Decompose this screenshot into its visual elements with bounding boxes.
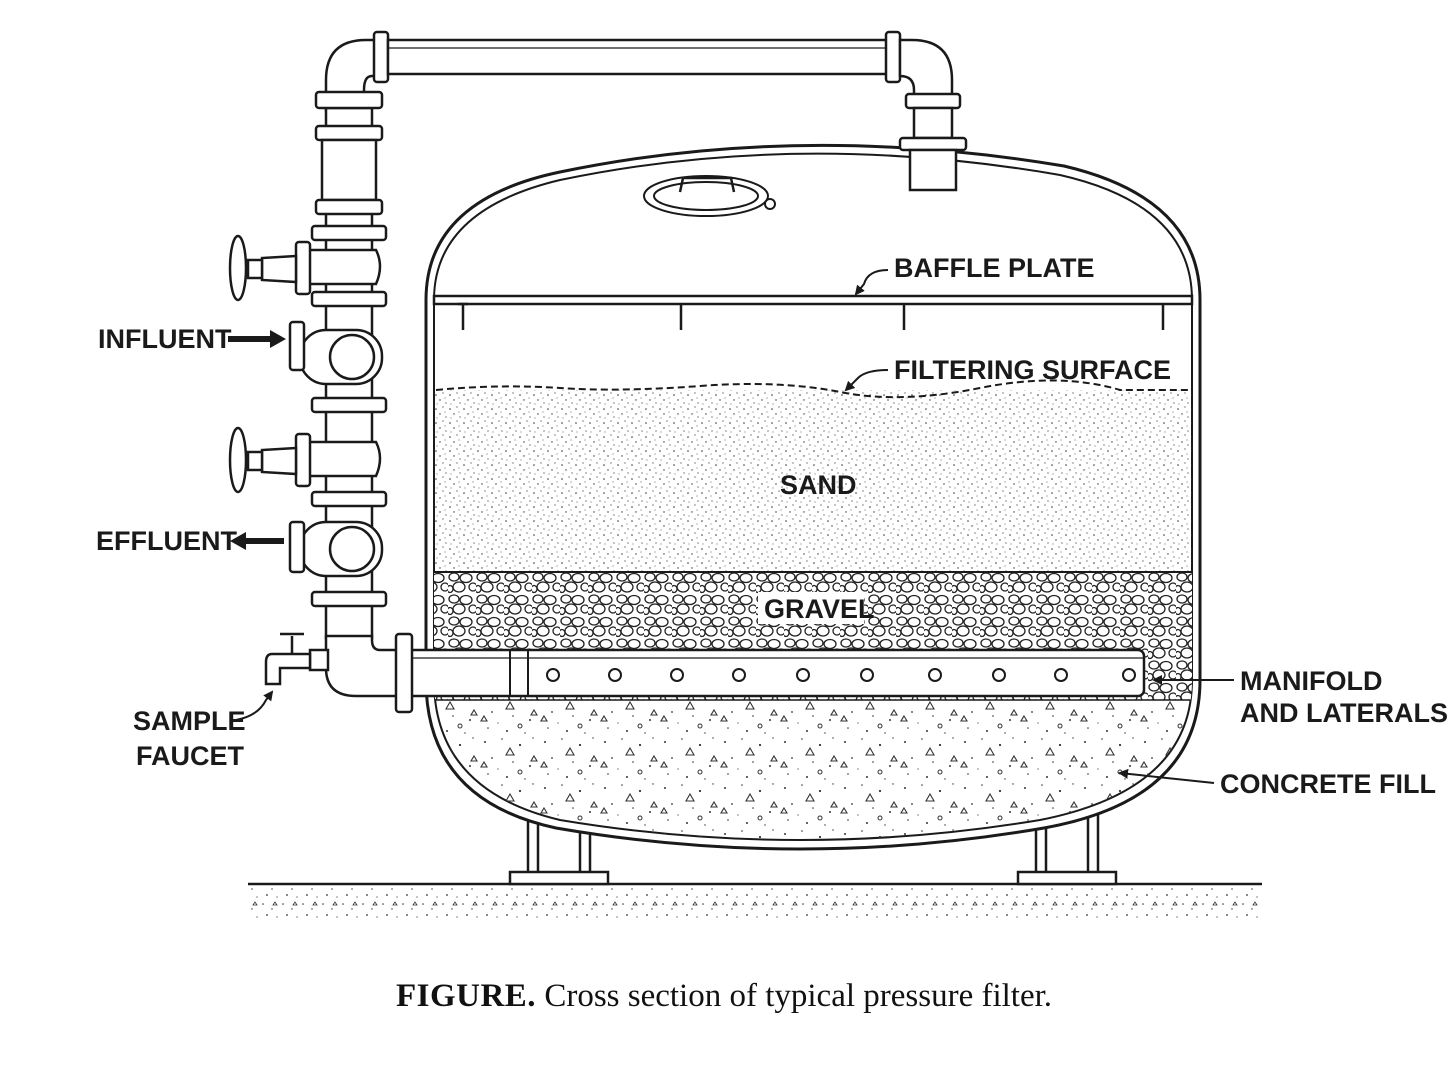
baffle-plate <box>432 294 1194 330</box>
flow-arrows <box>228 330 286 550</box>
manifold <box>398 648 1146 698</box>
label-manifold-1: MANIFOLD <box>1240 666 1382 696</box>
upper-valve <box>228 234 382 302</box>
sand-layer <box>434 390 1192 572</box>
caption-prefix: FIGURE. <box>395 978 537 1014</box>
caption-text: Cross section of typical pressure filter… <box>544 978 1053 1014</box>
label-manifold-2: AND LATERALS <box>1240 698 1448 728</box>
filtering-surface-line <box>435 379 1190 399</box>
label-effluent: EFFLUENT <box>96 526 237 556</box>
label-sample-faucet-1: SAMPLE <box>133 706 246 736</box>
influent-tee <box>288 320 384 386</box>
label-gravel: GRAVEL <box>764 594 875 624</box>
leader-lines <box>235 269 1234 784</box>
figure-caption: FIGURE. Cross section of typical pressur… <box>0 978 1448 1015</box>
label-sand: SAND <box>780 470 857 500</box>
manhole <box>643 175 776 217</box>
lower-valve <box>228 426 382 494</box>
bottom-elbow <box>324 632 414 714</box>
label-baffle-plate: BAFFLE PLATE <box>894 253 1094 283</box>
label-concrete-fill: CONCRETE FILL <box>1220 769 1436 799</box>
effluent-tee <box>288 520 384 578</box>
top-pipe <box>324 30 968 192</box>
label-influent: INFLUENT <box>98 324 232 354</box>
sample-faucet <box>264 632 330 686</box>
gravel-label-bg <box>758 592 864 624</box>
ground <box>248 882 1262 919</box>
effluent-arrow <box>230 532 284 550</box>
label-filtering-surface: FILTERING SURFACE <box>894 355 1171 385</box>
label-sample-faucet-2: FAUCET <box>136 741 245 771</box>
influent-arrow <box>228 330 286 348</box>
